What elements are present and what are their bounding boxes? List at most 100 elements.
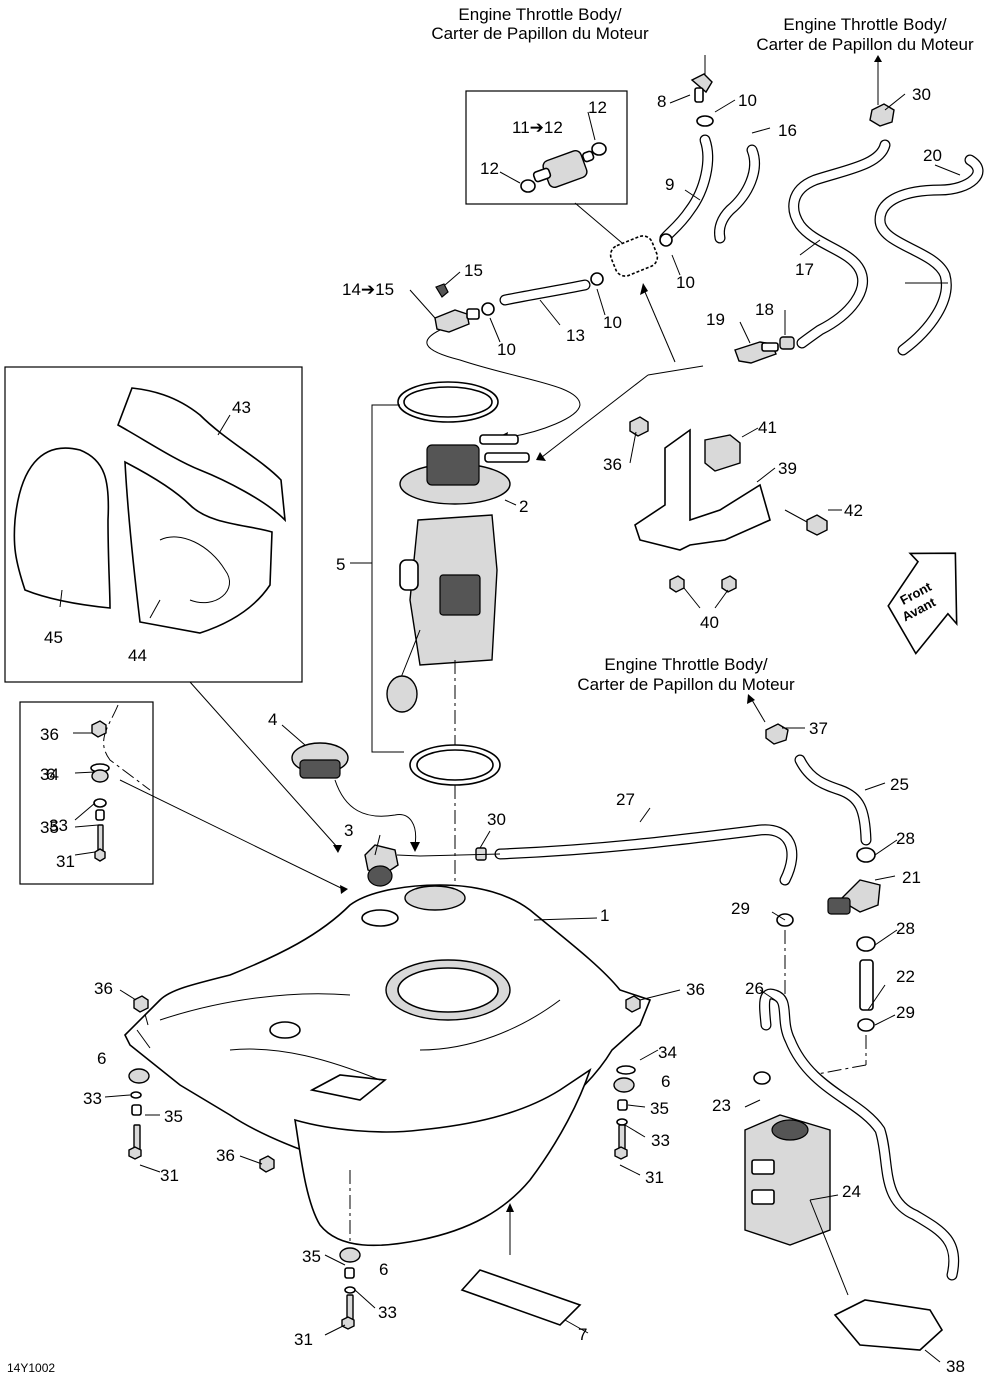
callout-12: 12 [480, 159, 499, 178]
callout-16: 16 [778, 121, 797, 140]
callout-35: 35 [164, 1107, 183, 1126]
svg-text:Engine Throttle Body/: Engine Throttle Body/ [783, 15, 946, 34]
callout-38: 38 [946, 1357, 965, 1376]
callout-11-12: 11➔12 [512, 118, 563, 137]
callout-15: 15 [464, 261, 483, 280]
svg-text:Carter de Papillon du Moteur: Carter de Papillon du Moteur [431, 24, 649, 43]
svg-text:Engine Throttle Body/: Engine Throttle Body/ [458, 5, 621, 24]
callout-35: 35 [302, 1247, 321, 1266]
header-throttle-top-center: Engine Throttle Body/ Carter de Papillon… [431, 5, 649, 43]
callout-40: 40 [700, 613, 719, 632]
callout-42: 42 [844, 501, 863, 520]
callout-31: 31 [645, 1168, 664, 1187]
callout-19: 19 [706, 310, 725, 329]
svg-text:Engine Throttle Body/: Engine Throttle Body/ [604, 655, 767, 674]
callout-10: 10 [603, 313, 622, 332]
callout-3: 3 [344, 821, 353, 840]
mount-detail-box [19, 701, 348, 894]
callout-8: 8 [657, 92, 666, 111]
callout-2: 2 [519, 497, 528, 516]
callout-34: 34 [658, 1043, 677, 1062]
callout-35: 35 [40, 818, 59, 837]
callout-18: 18 [755, 300, 774, 319]
drawing-code: 14Y1002 [7, 1361, 55, 1375]
heat-shield-detail-box [4, 366, 342, 853]
callout-10: 10 [738, 91, 757, 110]
callout-31: 31 [56, 852, 75, 871]
callout-36: 36 [216, 1146, 235, 1165]
svg-text:Carter de Papillon du Moteur: Carter de Papillon du Moteur [577, 675, 795, 694]
fuel-supply-line [426, 73, 761, 442]
header-throttle-mid-right: Engine Throttle Body/ Carter de Papillon… [577, 655, 795, 694]
callout-25: 25 [890, 775, 909, 794]
callout-1: 1 [600, 906, 609, 925]
callout-35: 35 [650, 1099, 669, 1118]
header-throttle-top-right: Engine Throttle Body/ Carter de Papillon… [756, 15, 974, 54]
callout-5: 5 [336, 555, 345, 574]
inline-filter-installed [609, 235, 659, 277]
callout-21: 21 [902, 868, 921, 887]
fuel-cap [291, 742, 420, 852]
throttle-arrows [704, 55, 882, 723]
callout-7: 7 [578, 1325, 587, 1344]
bracket-assembly [629, 416, 828, 609]
callout-9: 9 [665, 175, 674, 194]
callout-26: 26 [745, 979, 764, 998]
callout-33: 33 [83, 1089, 102, 1108]
fuel-filter-detail-box [465, 90, 629, 249]
rollover-valve-chain [765, 723, 881, 1076]
callout-30: 30 [487, 810, 506, 829]
callout-36: 36 [94, 979, 113, 998]
callout-6: 6 [379, 1260, 388, 1279]
callout-39: 39 [778, 459, 797, 478]
callout-10: 10 [497, 340, 516, 359]
callout-13: 13 [566, 326, 585, 345]
callout-23: 23 [712, 1096, 731, 1115]
callout-29: 29 [896, 1003, 915, 1022]
callout-36: 36 [40, 725, 59, 744]
callout-33: 33 [49, 816, 68, 835]
callout-28: 28 [896, 919, 915, 938]
callout-37: 37 [809, 719, 828, 738]
callout-10: 10 [676, 273, 695, 292]
callout-30: 30 [912, 85, 931, 104]
callout-34: 34 [40, 765, 59, 784]
callout-22: 22 [896, 967, 915, 986]
callout-36: 36 [603, 455, 622, 474]
callout-24: 24 [842, 1182, 861, 1201]
fuel-pump-module [371, 381, 530, 950]
callout-6: 6 [97, 1049, 106, 1068]
callout-17: 17 [795, 260, 814, 279]
front-direction-badge: Front Avant [887, 552, 958, 655]
svg-text:Carter de Papillon du Moteur: Carter de Papillon du Moteur [756, 35, 974, 54]
fuel-filter [532, 149, 595, 189]
callout-31: 31 [294, 1330, 313, 1349]
evap-canister [744, 988, 960, 1351]
callout-4: 4 [268, 710, 277, 729]
callout-labels: 1 2 3 4 5 6 6 6 6 7 8 9 10 10 10 10 11➔1… [40, 85, 965, 1376]
clamp-12b [591, 142, 607, 156]
callout-44: 44 [128, 646, 147, 665]
callout-45: 45 [44, 628, 63, 647]
callout-6: 6 [661, 1072, 670, 1091]
callout-31: 31 [160, 1166, 179, 1185]
callout-43: 43 [232, 398, 251, 417]
fuel-tank [124, 884, 652, 1326]
filler-neck [364, 844, 421, 887]
callout-29: 29 [731, 899, 750, 918]
callout-36: 36 [686, 980, 705, 999]
callout-6: 6 [46, 765, 55, 784]
callout-leaders [59, 93, 961, 1363]
callout-20: 20 [923, 146, 942, 165]
callout-41: 41 [758, 418, 777, 437]
callout-12: 12 [588, 98, 607, 117]
callout-27: 27 [616, 790, 635, 809]
vent-hoses-top-right [536, 103, 984, 461]
vent-hose-27 [419, 824, 798, 886]
callout-14-15: 14➔15 [342, 280, 394, 299]
tank-mount-hardware [128, 995, 641, 1330]
callout-28: 28 [896, 829, 915, 848]
clamp-12a [520, 179, 536, 193]
callout-33: 33 [378, 1303, 397, 1322]
